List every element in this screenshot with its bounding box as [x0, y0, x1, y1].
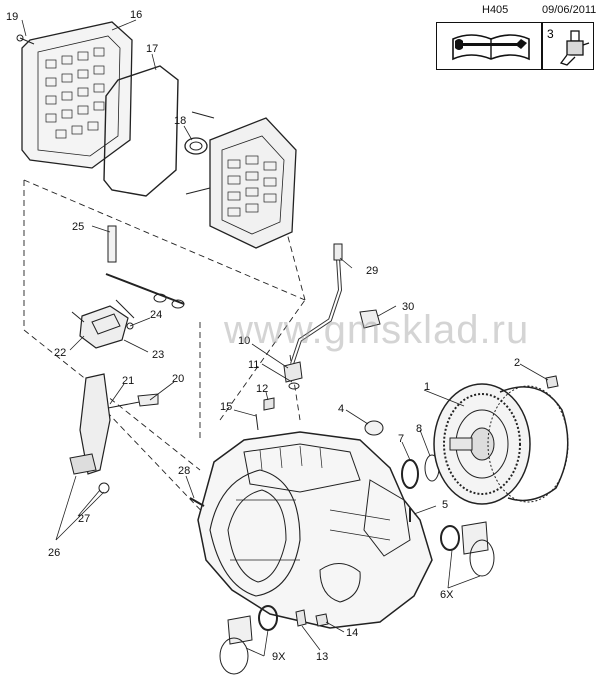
diagram-date: 09/06/2011	[542, 4, 597, 16]
info-box: 3	[436, 22, 594, 70]
manual-shaft	[105, 273, 185, 309]
callout-12: 12	[256, 383, 268, 395]
callout-9x: 9X	[272, 651, 286, 663]
input-seals	[401, 454, 440, 489]
shift-guide	[69, 373, 111, 494]
callout-5: 5	[442, 499, 448, 511]
callout-13: 13	[316, 651, 328, 663]
detent-pin	[107, 225, 117, 263]
detent-lever-assembly	[71, 299, 135, 349]
cooler-pipe	[290, 243, 381, 365]
callout-15: 15	[220, 401, 232, 413]
callout-labels: 19 16 17 18 25 29 30 24 23 22 10 11 20 2…	[6, 9, 520, 663]
seal-ring	[184, 137, 208, 155]
callout-28: 28	[178, 465, 190, 477]
callout-29: 29	[366, 265, 378, 277]
callout-30: 30	[402, 301, 414, 313]
sensor-bracket	[107, 393, 159, 409]
callout-10: 10	[238, 335, 250, 347]
callout-22: 22	[54, 347, 66, 359]
valve-body-gasket	[103, 65, 179, 197]
left-axle-seal	[219, 605, 278, 675]
callout-23: 23	[152, 349, 164, 361]
callout-7: 7	[398, 433, 404, 445]
callout-18: 18	[174, 115, 186, 127]
callout-leaders	[21, 19, 549, 657]
callout-16: 16	[130, 9, 142, 21]
callout-27: 27	[78, 513, 90, 525]
callout-24: 24	[150, 309, 162, 321]
callout-14: 14	[346, 627, 358, 639]
info-ref-number: 3	[547, 27, 554, 41]
callout-6x: 6X	[440, 589, 454, 601]
callout-1: 1	[424, 381, 430, 393]
callout-2: 2	[514, 357, 520, 369]
torque-converter	[433, 383, 531, 505]
right-axle-seal	[440, 521, 495, 577]
flexplate	[487, 385, 569, 503]
transaxle-case	[197, 431, 433, 629]
callout-26: 26	[48, 547, 60, 559]
diagram-code: H405	[482, 4, 509, 16]
cover-bolt	[16, 34, 35, 45]
case-bolt	[189, 497, 205, 507]
flexplate-bolt	[545, 375, 559, 389]
callout-25: 25	[72, 221, 84, 233]
small-fasteners	[255, 397, 275, 431]
callout-17: 17	[146, 43, 158, 55]
drain-plugs	[295, 609, 329, 627]
valve-body	[185, 111, 297, 249]
callout-11: 11	[248, 359, 259, 371]
sensor-part-icon	[559, 30, 590, 66]
callout-21: 21	[122, 375, 134, 387]
callout-8: 8	[416, 423, 422, 435]
callout-20: 20	[172, 373, 184, 385]
valve-body-cover-plate	[21, 21, 133, 169]
callout-19: 19	[6, 11, 18, 23]
case-plug	[364, 420, 384, 436]
info-divider	[541, 23, 543, 69]
manual-wrench-book-icon	[452, 34, 530, 61]
callout-4: 4	[338, 403, 344, 415]
vent-fitting	[283, 361, 303, 390]
